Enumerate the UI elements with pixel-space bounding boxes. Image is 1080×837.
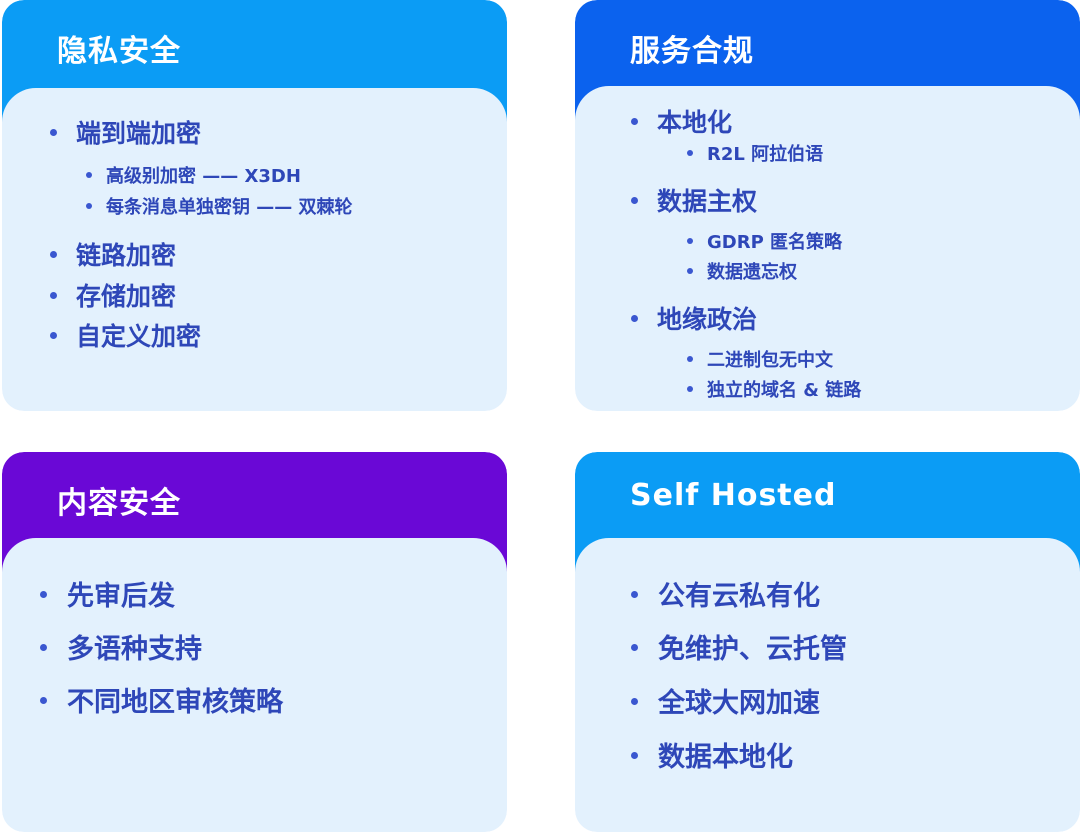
list-item-managed-service: 免维护、云托管 xyxy=(631,627,847,666)
selfhosted-card-body: 公有云私有化 免维护、云托管 全球大网加速 数据本地化 xyxy=(575,538,1080,832)
list-item-data-localization: 数据本地化 xyxy=(631,735,793,774)
list-item-review-first: 先审后发 xyxy=(40,574,175,613)
list-item-e2e: 端到端加密 xyxy=(50,114,201,150)
list-item-right-to-forget: 数据遗忘权 xyxy=(687,258,797,284)
list-item-private-cloud: 公有云私有化 xyxy=(631,574,820,613)
list-item-independent-domain: 独立的域名 & 链路 xyxy=(687,376,861,402)
privacy-card-title: 隐私安全 xyxy=(57,34,181,69)
content-card-title: 内容安全 xyxy=(57,486,181,521)
content-card-body: 先审后发 多语种支持 不同地区审核策略 xyxy=(2,538,507,832)
list-item-e2e-double-ratchet: 每条消息单独密钥 —— 双棘轮 xyxy=(86,193,353,219)
list-item-r2l-arabic: R2L 阿拉伯语 xyxy=(687,140,823,166)
list-item-geopolitics: 地缘政治 xyxy=(631,300,757,336)
list-item-gdrp-anonymous: GDRP 匿名策略 xyxy=(687,228,842,254)
compliance-card-title: 服务合规 xyxy=(630,34,754,69)
list-item-localization: 本地化 xyxy=(631,103,732,139)
compliance-card-body: 本地化 R2L 阿拉伯语 数据主权 GDRP 匿名策略 数据遗忘权 地缘政治 二… xyxy=(575,86,1080,411)
list-item-custom-encryption: 自定义加密 xyxy=(50,317,201,353)
compliance-card: 服务合规 本地化 R2L 阿拉伯语 数据主权 GDRP 匿名策略 数据遗忘权 地… xyxy=(575,0,1080,411)
list-item-data-sovereignty: 数据主权 xyxy=(631,182,757,218)
list-item-link-encryption: 链路加密 xyxy=(50,236,176,272)
list-item-multilanguage: 多语种支持 xyxy=(40,627,202,666)
list-item-regional-policy: 不同地区审核策略 xyxy=(40,680,283,719)
selfhosted-card: Self Hosted 公有云私有化 免维护、云托管 全球大网加速 数据本地化 xyxy=(575,452,1080,832)
list-item-binary-no-chinese: 二进制包无中文 xyxy=(687,346,833,372)
list-item-storage-encryption: 存储加密 xyxy=(50,277,176,313)
privacy-card: 隐私安全 端到端加密 高级别加密 —— X3DH 每条消息单独密钥 —— 双棘轮… xyxy=(2,0,507,411)
list-item-global-network: 全球大网加速 xyxy=(631,681,820,720)
selfhosted-card-title: Self Hosted xyxy=(630,478,837,513)
list-item-e2e-x3dh: 高级别加密 —— X3DH xyxy=(86,162,301,188)
privacy-card-body: 端到端加密 高级别加密 —— X3DH 每条消息单独密钥 —— 双棘轮 链路加密… xyxy=(2,88,507,411)
content-card: 内容安全 先审后发 多语种支持 不同地区审核策略 xyxy=(2,452,507,832)
